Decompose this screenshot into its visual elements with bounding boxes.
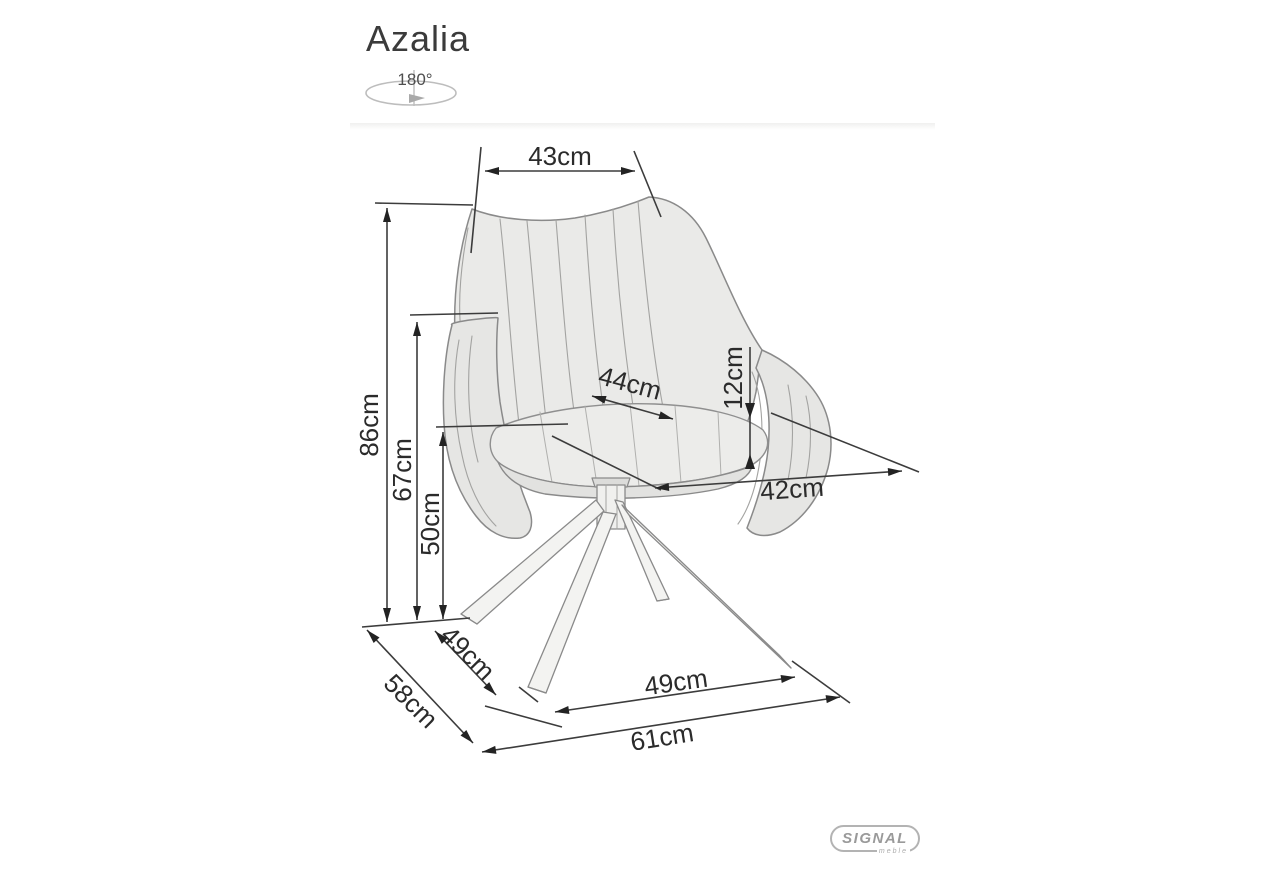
dimension-label-seat-depth: 42cm bbox=[759, 471, 825, 507]
dim-base-width bbox=[481, 695, 841, 754]
brand-logo: SIGNAL meble bbox=[830, 825, 920, 855]
dim-seat-depth bbox=[654, 467, 903, 492]
dimension-label-armrest-height: 67cm bbox=[387, 438, 417, 502]
chair-sketch bbox=[442, 196, 832, 694]
rotation-angle-label: 180° bbox=[397, 70, 433, 89]
dimension-lines bbox=[361, 146, 920, 754]
product-title: Azalia bbox=[366, 18, 471, 59]
dim-base-depth bbox=[366, 629, 474, 744]
dimension-label-cushion-thickness: 12cm bbox=[718, 346, 748, 410]
dim-seat-width bbox=[591, 395, 674, 420]
dimension-label-back-width: 43cm bbox=[528, 141, 592, 171]
brand-logo-subtext: meble bbox=[876, 848, 910, 855]
photo-area-edge bbox=[350, 123, 935, 130]
brand-logo-text: SIGNAL bbox=[842, 830, 908, 847]
dimension-label-total-height: 86cm bbox=[354, 393, 384, 457]
ground-line bbox=[361, 617, 471, 628]
dimension-label-seat-height: 50cm bbox=[415, 492, 445, 556]
